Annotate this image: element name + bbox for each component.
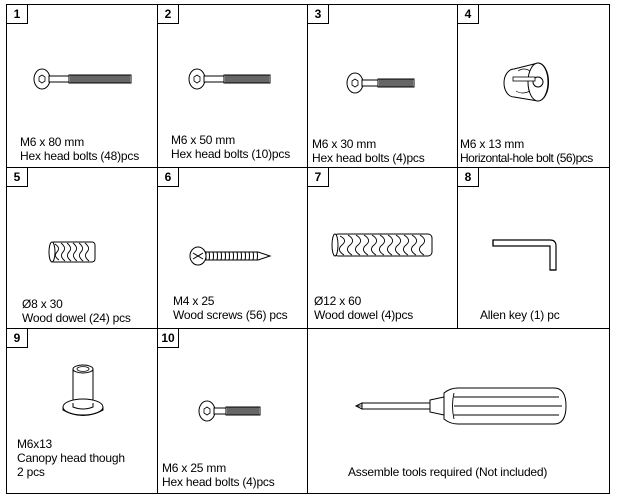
part-description: Hex head bolts (4)pcs [162,475,275,489]
part-description: Wood screws (56) pcs [173,308,288,322]
part-number: 6 [157,167,179,187]
allen-key-icon [490,236,562,276]
part-description: Wood dowel (4)pcs [314,308,414,322]
part-number: 4 [457,4,479,24]
part-size: Ø12 x 60 [314,294,362,308]
part-size: M6 x 25 mm [162,461,227,475]
part-size: M6x13 [17,437,53,451]
part-cell-7: 7 Ø12 x 60 [307,167,458,329]
part-quantity: 2 pcs [17,465,45,479]
hex-bolt-long-icon [33,67,133,91]
part-number: 7 [307,167,329,187]
part-cell-1: 1 M6 x 80 mm Hex head bolts (48)pcs [6,4,158,168]
barrel-nut-icon [503,57,552,107]
part-cell-6: 6 M4 x 25 Wood screws (56) pcs [157,167,308,329]
hex-bolt-medium-icon [188,67,272,91]
part-size: M6 x 50 mm [171,133,236,147]
part-cell-2: 2 M6 x 50 mm Hex head bolts (10)pcs [157,4,308,168]
small-wood-dowel-icon [47,238,99,266]
part-number: 1 [6,4,28,24]
part-number: 3 [307,4,329,24]
screwdriver-icon [354,385,568,427]
part-cell-8: 8 Allen key (1) pc [457,167,610,329]
part-description: Hex head bolts (48)pcs [20,149,139,163]
hex-bolt-tiny-icon [198,399,262,423]
canopy-head-bolt-icon [61,363,105,419]
part-size: M6 x 80 mm [20,135,85,149]
part-cell-4: 4 M6 x 13 mm Horizontal-hole bolt (56)pc… [457,4,610,168]
part-cell-5: 5 Ø8 x 30 Wood dowel (24) pcs [6,167,158,329]
part-size: M6 x 30 mm [312,137,377,151]
large-wood-dowel-icon [330,230,436,260]
part-description: Horizontal-hole bolt (56)pcs [460,151,593,165]
part-description: Hex head bolts (4)pcs [312,151,425,165]
part-number: 9 [6,328,28,348]
part-size: M6 x 13 mm [460,137,525,151]
part-number: 10 [157,328,179,348]
part-cell-3: 3 M6 x 30 mm Hex head bolts (4)pcs [307,4,458,168]
hex-bolt-short-icon [346,71,416,95]
part-cell-10: 10 M6 x 25 mm Hex head bolts (4)pcs [157,328,308,494]
wood-screw-icon [188,244,272,268]
part-number: 2 [157,4,179,24]
part-description: Wood dowel (24) pcs [22,311,131,325]
tools-cell: Assemble tools required (Not included) [307,328,610,494]
part-cell-9: 9 M6x13 Canopy head though 2 pcs [6,328,158,494]
part-description: Hex head bolts (10)pcs [171,147,290,161]
part-number: 8 [457,167,479,187]
part-size: Ø8 x 30 [22,297,63,311]
tools-note: Assemble tools required (Not included) [348,465,548,479]
part-description: Allen key (1) pc [480,308,560,322]
part-number: 5 [6,167,28,187]
part-size: M4 x 25 [173,294,215,308]
part-description: Canopy head though [17,451,125,465]
